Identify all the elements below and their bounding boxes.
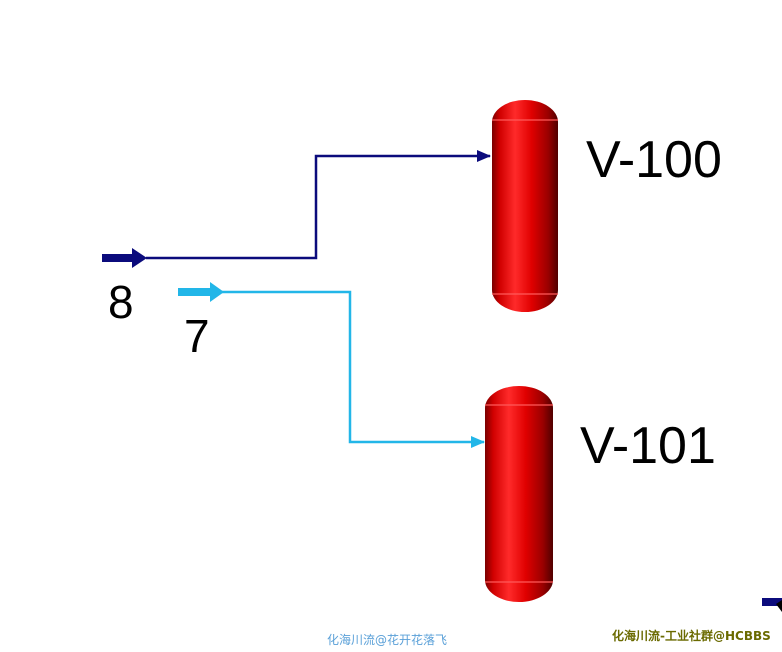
- stream-7-feed-arrow[interactable]: [178, 282, 224, 302]
- stream-7-line[interactable]: [222, 290, 485, 448]
- stream-8-label: 8: [108, 276, 134, 328]
- offscreen-stream-arrow: [762, 598, 782, 612]
- vessel-v-100-label: V-100: [586, 131, 722, 189]
- watermark-right: 化海川流-工业社群@HCBBS: [612, 628, 771, 643]
- vessel-v-101-label: V-101: [580, 417, 716, 475]
- stream-8-feed-arrow[interactable]: [102, 248, 147, 268]
- stream-7-label: 7: [184, 310, 210, 362]
- vessel-v-100[interactable]: [492, 100, 558, 312]
- stream-8-line[interactable]: [146, 150, 491, 260]
- watermark-center: 化海川流@花开花落飞: [327, 632, 447, 647]
- vessel-v-101[interactable]: [485, 386, 553, 602]
